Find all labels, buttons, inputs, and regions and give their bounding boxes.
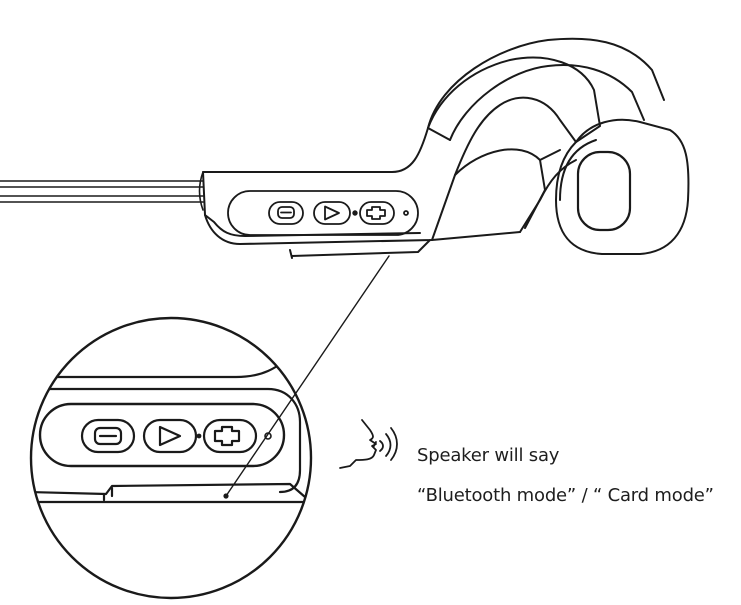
- mode-announcement-caption: “Bluetooth mode” / “ Card mode”: [417, 485, 714, 506]
- small-play-button: [313, 201, 351, 225]
- magnified-view: [29, 316, 313, 600]
- small-plus-button: [359, 201, 395, 225]
- headset-illustration: [0, 37, 690, 259]
- speaker-caption: Speaker will say: [417, 445, 560, 466]
- zoom-plus-button: [202, 418, 258, 454]
- transducer-pad: [555, 118, 690, 255]
- small-button-panel: [227, 190, 419, 236]
- zoom-connector: [225, 255, 390, 497]
- small-minus-button: [268, 201, 304, 225]
- ear-hook: [427, 37, 665, 241]
- zoom-minus-button: [80, 418, 136, 454]
- speaking-head-icon: [339, 419, 398, 469]
- zoom-play-button: [142, 418, 198, 454]
- control-pod: [202, 56, 601, 259]
- headset-cable: [0, 171, 204, 211]
